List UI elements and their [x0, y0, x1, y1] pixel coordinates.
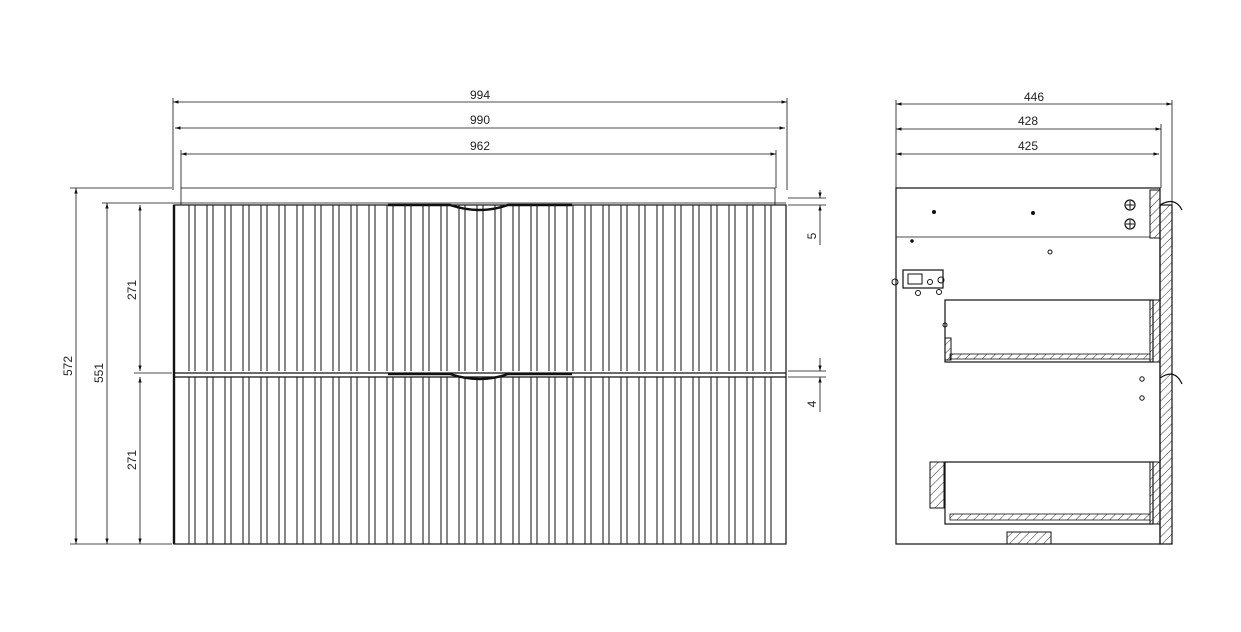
dim-label-994: 994: [470, 88, 490, 102]
lower-drawer-front-section: [1149, 461, 1161, 525]
plinth-section: [1006, 531, 1052, 545]
handle-profile-bottom: [1159, 373, 1183, 385]
lower-drawer-bottom: [949, 513, 1151, 521]
front-view: [172, 187, 787, 545]
top-panel-section: [1149, 189, 1161, 239]
dim-label-990: 990: [470, 113, 490, 127]
cabinet-front-outline: [173, 204, 787, 545]
worktop-outline: [180, 187, 776, 206]
cam-fittings: [1124, 199, 1136, 230]
dim-label-446: 446: [1024, 90, 1044, 104]
lower-drawer-back-section: [929, 461, 945, 509]
side-dimensions: 446 428 425: [895, 90, 1173, 205]
dim-label-4: 4: [805, 400, 819, 407]
upper-drawer-back-section: [944, 337, 952, 361]
fluted-slats: [188, 205, 772, 544]
bottom-drawer-handle: [388, 372, 572, 381]
dim-label-551: 551: [92, 363, 106, 383]
top-drawer-handle: [388, 203, 572, 212]
side-view: [891, 187, 1183, 545]
dim-label-962: 962: [470, 139, 490, 153]
dim-label-271-bottom: 271: [125, 450, 139, 470]
dim-label-428: 428: [1018, 114, 1038, 128]
hinge-mechanism: [891, 269, 945, 296]
handle-profile-top: [1159, 200, 1183, 211]
dim-label-425: 425: [1018, 139, 1038, 153]
upper-drawer-bottom: [949, 353, 1151, 360]
front-dimensions: 994 990 962 572 551 271 271 5: [61, 88, 826, 545]
dim-label-572: 572: [61, 356, 75, 376]
dim-label-5: 5: [805, 232, 819, 239]
upper-drawer-front-section: [1149, 299, 1161, 363]
upper-drawer-box: [944, 299, 1154, 363]
dim-label-271-top: 271: [125, 280, 139, 300]
